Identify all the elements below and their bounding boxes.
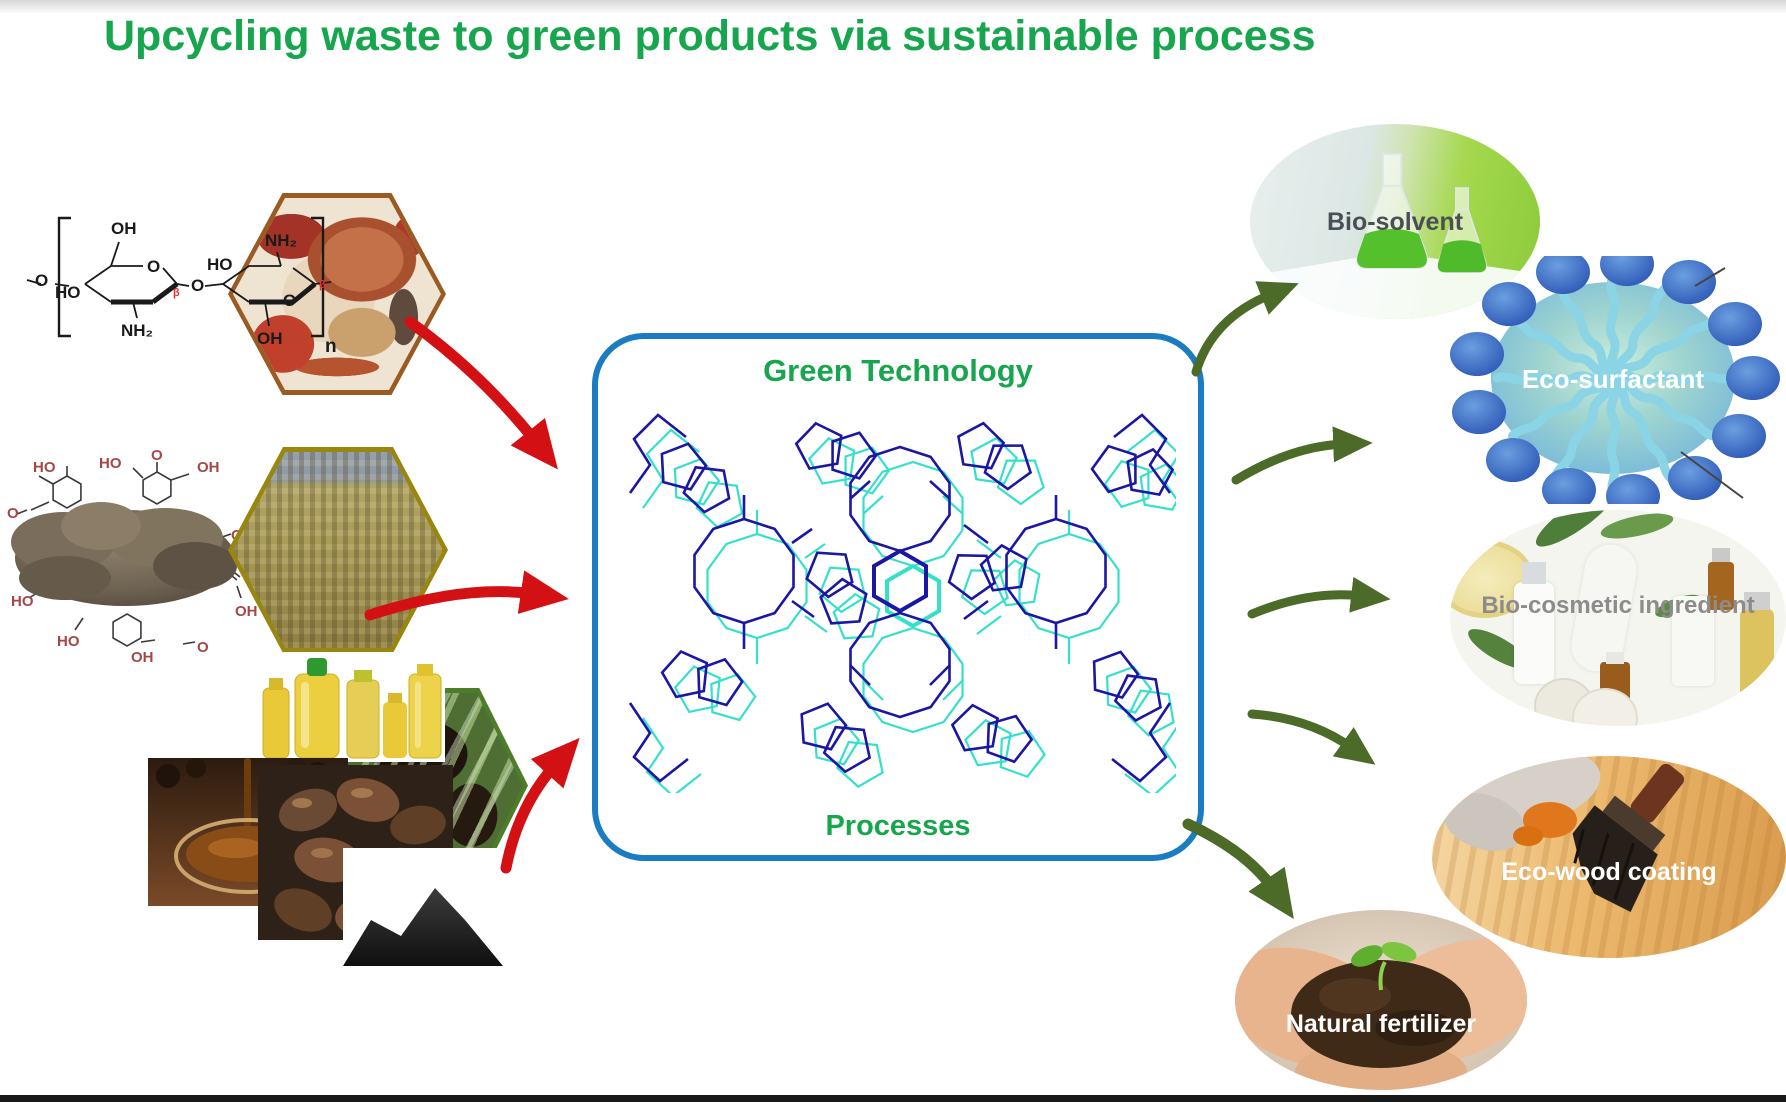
lignin-label: HO xyxy=(99,455,122,472)
page-title: Upcycling waste to green products via su… xyxy=(104,12,1316,60)
lignin-label: OH xyxy=(131,649,154,666)
chitin-ho-mid: HO xyxy=(207,255,233,274)
chitin-beta1: β xyxy=(173,287,180,299)
red-arrow-icon xyxy=(404,316,558,470)
lignin-structure-drawing: HO HO O OH O OH O OH HO HO OH O xyxy=(7,447,258,666)
lignin-label: HO xyxy=(33,459,56,476)
dark-sludge-pile-image xyxy=(343,848,503,966)
green-flasks-art xyxy=(1250,153,1540,319)
amber-dropper-art xyxy=(1708,562,1734,610)
eco-surfactant-label: Eco-surfactant xyxy=(1522,364,1704,394)
window-top-edge xyxy=(0,0,1786,13)
chitin-ring2-o: O xyxy=(283,291,296,310)
processes-label: Processes xyxy=(825,810,971,842)
hands-soil-art xyxy=(1235,938,1527,1090)
chitin-repeat-n: n xyxy=(325,336,337,357)
lignin-label: O xyxy=(7,505,19,522)
lignin-label: O xyxy=(151,447,163,464)
chitin-ho-left: HO xyxy=(55,283,81,302)
jar-lid-art xyxy=(1572,688,1638,726)
brush-on-wood-art xyxy=(1443,756,1685,912)
lignin-label: OH xyxy=(197,459,220,476)
eco-surfactant-image: Eco-surfactant xyxy=(1443,256,1786,504)
serum-cap-art xyxy=(1744,592,1770,610)
chitin-nh2-top: NH₂ xyxy=(265,231,297,250)
cosmetic-cap-art xyxy=(1522,562,1546,584)
leaf-art xyxy=(1598,510,1676,544)
dry-grass-field xyxy=(233,452,443,648)
bio-cosmetic-image: Bio-cosmetic ingredient xyxy=(1450,510,1786,726)
cosmetic-tube-art xyxy=(1567,540,1641,676)
eco-wood-coating-image: Eco-wood coating xyxy=(1432,756,1786,958)
chitin-oh-top: OH xyxy=(111,219,137,238)
chitin-ring1-o: O xyxy=(147,257,160,276)
green-arrow-icon xyxy=(1247,709,1376,765)
lignin-label: HO xyxy=(11,593,34,610)
chitin-beta2: β xyxy=(319,279,326,291)
green-technology-label: Green Technology xyxy=(763,353,1033,388)
vial-cap-art xyxy=(1606,652,1624,664)
green-arrow-icon xyxy=(1231,426,1373,485)
dropper-collar-art xyxy=(1712,548,1730,562)
lignin-label: HO xyxy=(57,633,80,650)
window-bottom-edge xyxy=(0,1095,1786,1102)
green-arrow-icon xyxy=(1247,576,1391,619)
serum-bottle-art xyxy=(1740,608,1774,712)
green-technology-box: Green Technology xyxy=(592,333,1204,861)
cosmetic-bottle-art xyxy=(1514,582,1554,684)
chitin-nh2-bottom: NH₂ xyxy=(121,321,153,340)
straw-field-hexagon-image xyxy=(228,447,448,653)
chitin-o-left: O xyxy=(35,271,48,290)
chitosan-structure-drawing: O OH O HO NH₂ O HO NH₂ O OH n β β xyxy=(26,216,337,357)
natural-fertilizer-image: Natural fertilizer xyxy=(1235,910,1527,1090)
chitin-o-bridge: O xyxy=(191,276,204,295)
lignin-label: O xyxy=(197,639,209,656)
chitin-oh-bottom: OH xyxy=(257,329,283,348)
green-arrow-icon xyxy=(1191,281,1299,377)
lignin-label: OH xyxy=(235,603,258,620)
cosmetic-bottle-art xyxy=(1672,596,1714,686)
green-arrow-icon xyxy=(1182,818,1294,920)
zeolite-framework-drawing xyxy=(624,403,1176,793)
cooking-oil-bottles-image xyxy=(255,652,445,762)
